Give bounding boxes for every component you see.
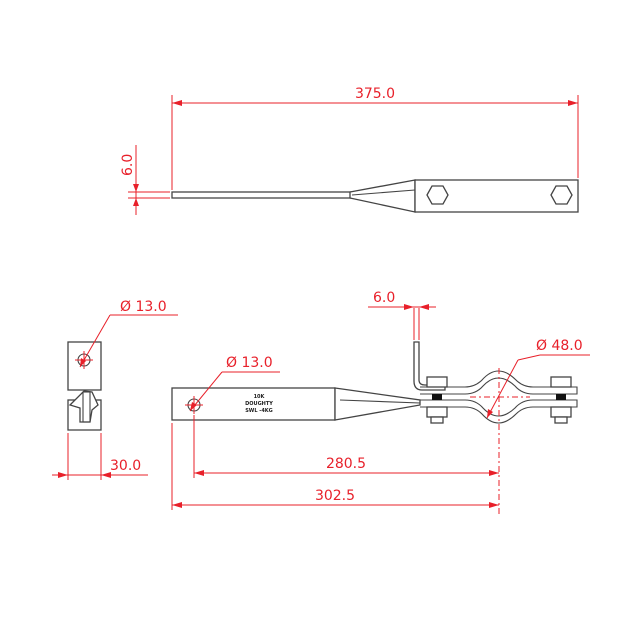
- marking-text: DOUGHTY: [245, 401, 273, 407]
- bolt-left: [426, 376, 448, 424]
- dim-label: 375.0: [355, 86, 395, 102]
- marking-text: SWL -4KG: [245, 408, 273, 414]
- dim-label: 6.0: [120, 154, 136, 176]
- hanger-plate: [171, 387, 336, 421]
- taper: [349, 179, 416, 213]
- dim-label: 302.5: [315, 488, 355, 504]
- dim-label: 30.0: [110, 458, 141, 474]
- dim-label: 6.0: [373, 290, 395, 306]
- dim-rod-thickness: 6.0: [120, 145, 170, 215]
- bolt-right: [550, 376, 572, 424]
- dim-overall-length: 375.0: [171, 86, 579, 190]
- marking-text: 10K: [254, 394, 266, 400]
- front-view: 10K DOUGHTY SWL -4KG Ø 48.0 Ø 13.: [171, 290, 590, 515]
- hex-nut-icon: [550, 185, 573, 205]
- dim-label: 280.5: [326, 456, 366, 472]
- hex-nut-icon: [426, 185, 449, 205]
- dim-label: Ø 48.0: [536, 338, 583, 354]
- top-view: [171, 179, 579, 213]
- rod: [171, 191, 353, 199]
- dim-label: Ø 13.0: [226, 355, 273, 371]
- dim-label: Ø 13.0: [120, 299, 167, 315]
- side-view: Ø 13.0 30.0: [52, 299, 178, 480]
